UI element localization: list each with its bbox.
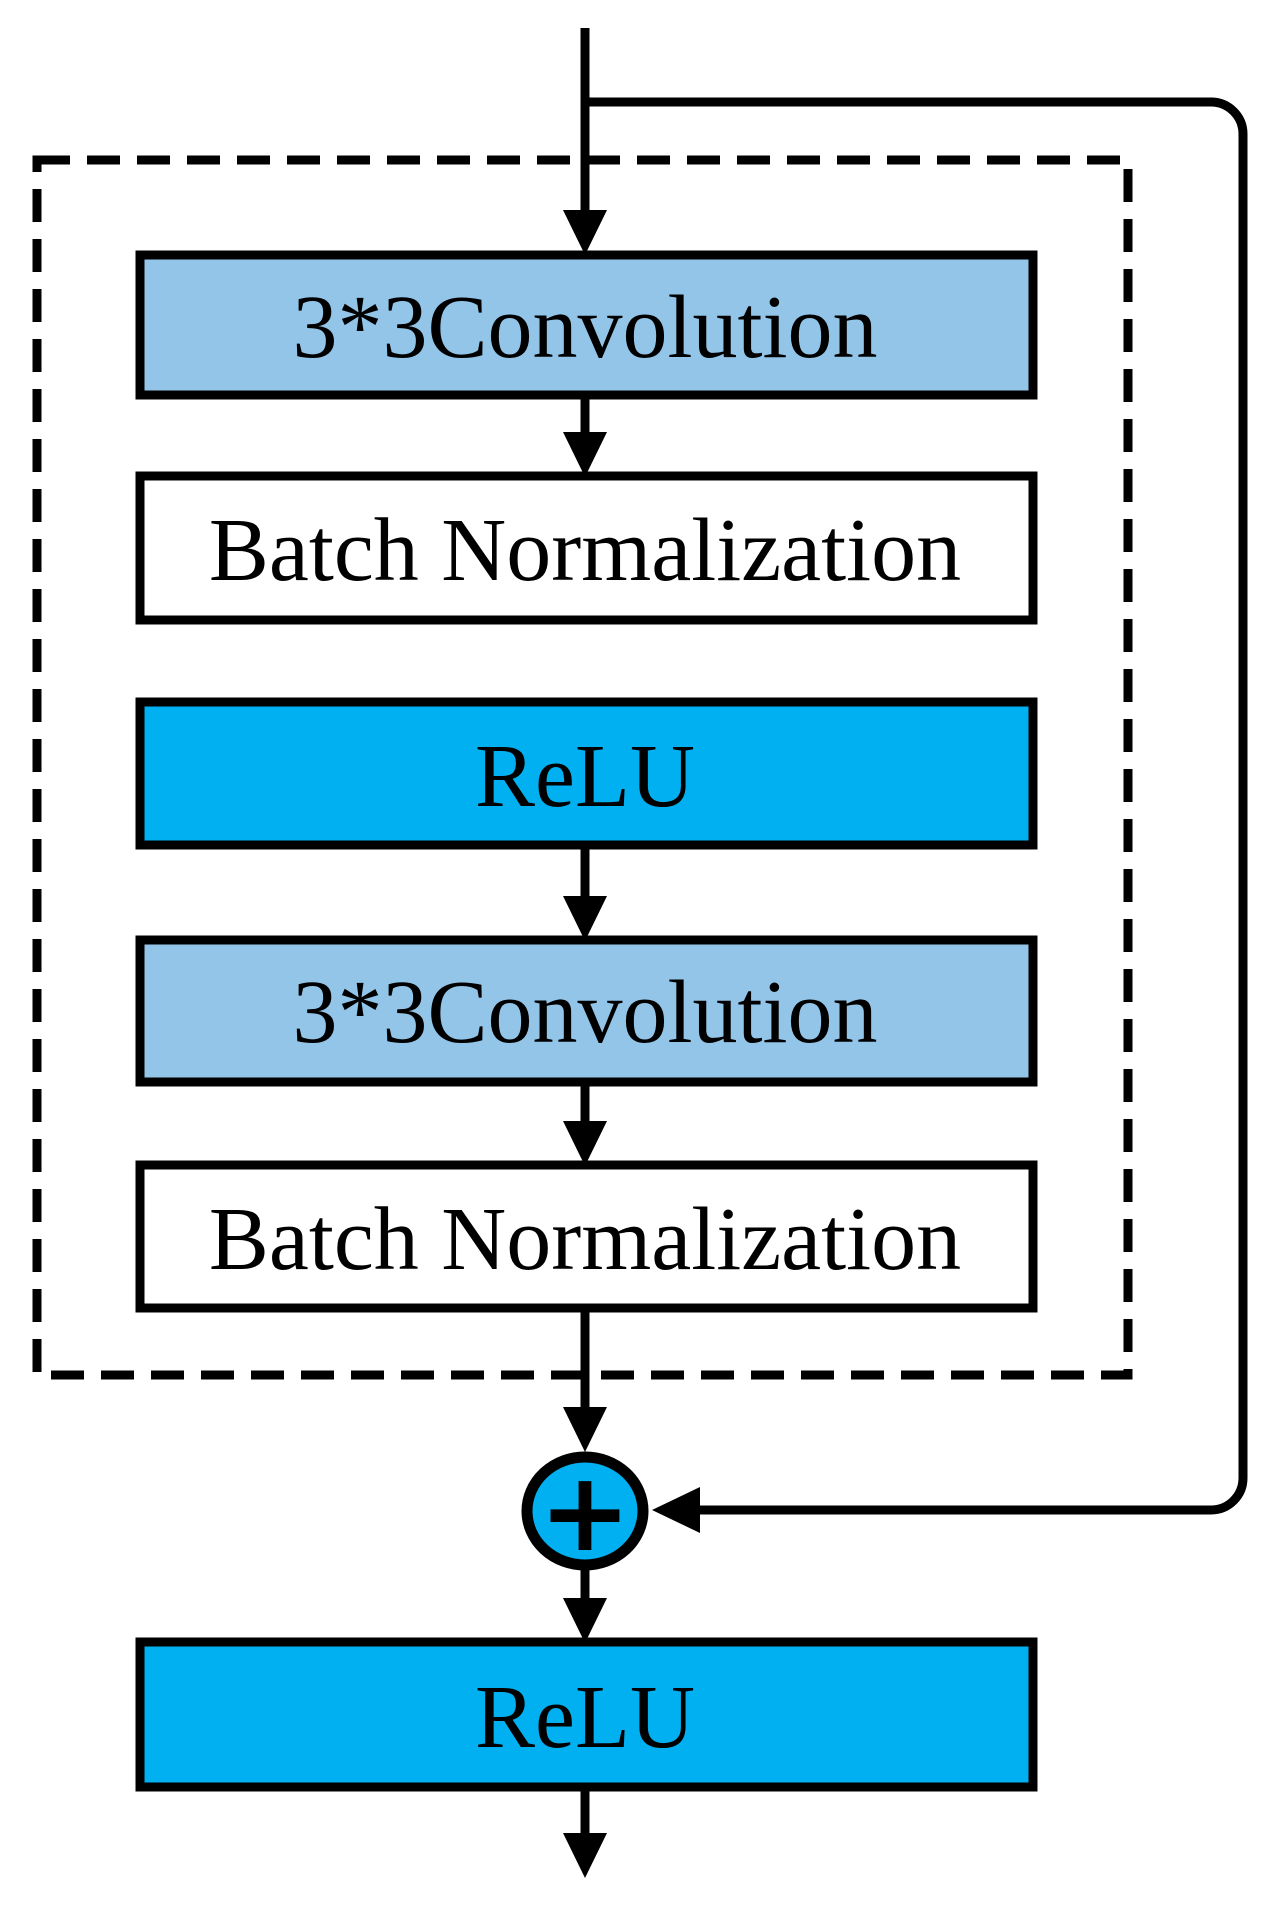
arrowhead-icon: [563, 1598, 607, 1643]
conv1-box: [135, 250, 1038, 400]
plus-icon: +: [539, 1448, 631, 1576]
skip-connection: [585, 97, 1248, 1533]
relu-output-label: ReLU: [475, 1668, 695, 1767]
arrow-conv1-to-bn1: [563, 395, 607, 477]
input-arrowhead-icon: [563, 210, 607, 255]
arrowhead-icon: [563, 432, 607, 477]
bn2-box: [135, 1160, 1038, 1313]
layer-box-conv1: 3*3Convolution: [135, 250, 1038, 400]
layer-box-bn1: Batch Normalization: [135, 471, 1038, 625]
addition-ellipse: [521, 1451, 649, 1571]
output-arrow: [563, 1787, 607, 1878]
layer-box-conv2: 3*3Convolution: [135, 935, 1038, 1087]
layer-box-bn2: Batch Normalization: [135, 1160, 1038, 1313]
arrowhead-icon: [563, 1407, 607, 1452]
layer-box-relu-output: ReLU: [135, 1637, 1038, 1792]
relu1-label: ReLU: [475, 727, 695, 826]
bn2-label: Batch Normalization: [209, 1190, 961, 1289]
bn1-label: Batch Normalization: [209, 501, 961, 600]
relu-output-box: [135, 1637, 1038, 1792]
arrow-sum-to-relu-out: [563, 1566, 607, 1643]
skip-connection-arrowhead-icon: [652, 1487, 700, 1533]
arrowhead-icon: [563, 896, 607, 941]
addition-node: +: [521, 1448, 649, 1576]
layer-box-relu1: ReLU: [135, 697, 1038, 850]
conv2-label: 3*3Convolution: [292, 963, 877, 1062]
arrow-bn2-to-sum: [563, 1308, 607, 1452]
bn1-box: [135, 471, 1038, 625]
output-arrowhead-icon: [563, 1833, 607, 1878]
input-arrow: [563, 28, 607, 255]
skip-connection-line: [585, 97, 1248, 1515]
arrow-conv2-to-bn2: [563, 1082, 607, 1166]
conv1-label: 3*3Convolution: [292, 278, 877, 377]
arrowhead-icon: [563, 1121, 607, 1166]
arrow-relu1-to-conv2: [563, 845, 607, 941]
